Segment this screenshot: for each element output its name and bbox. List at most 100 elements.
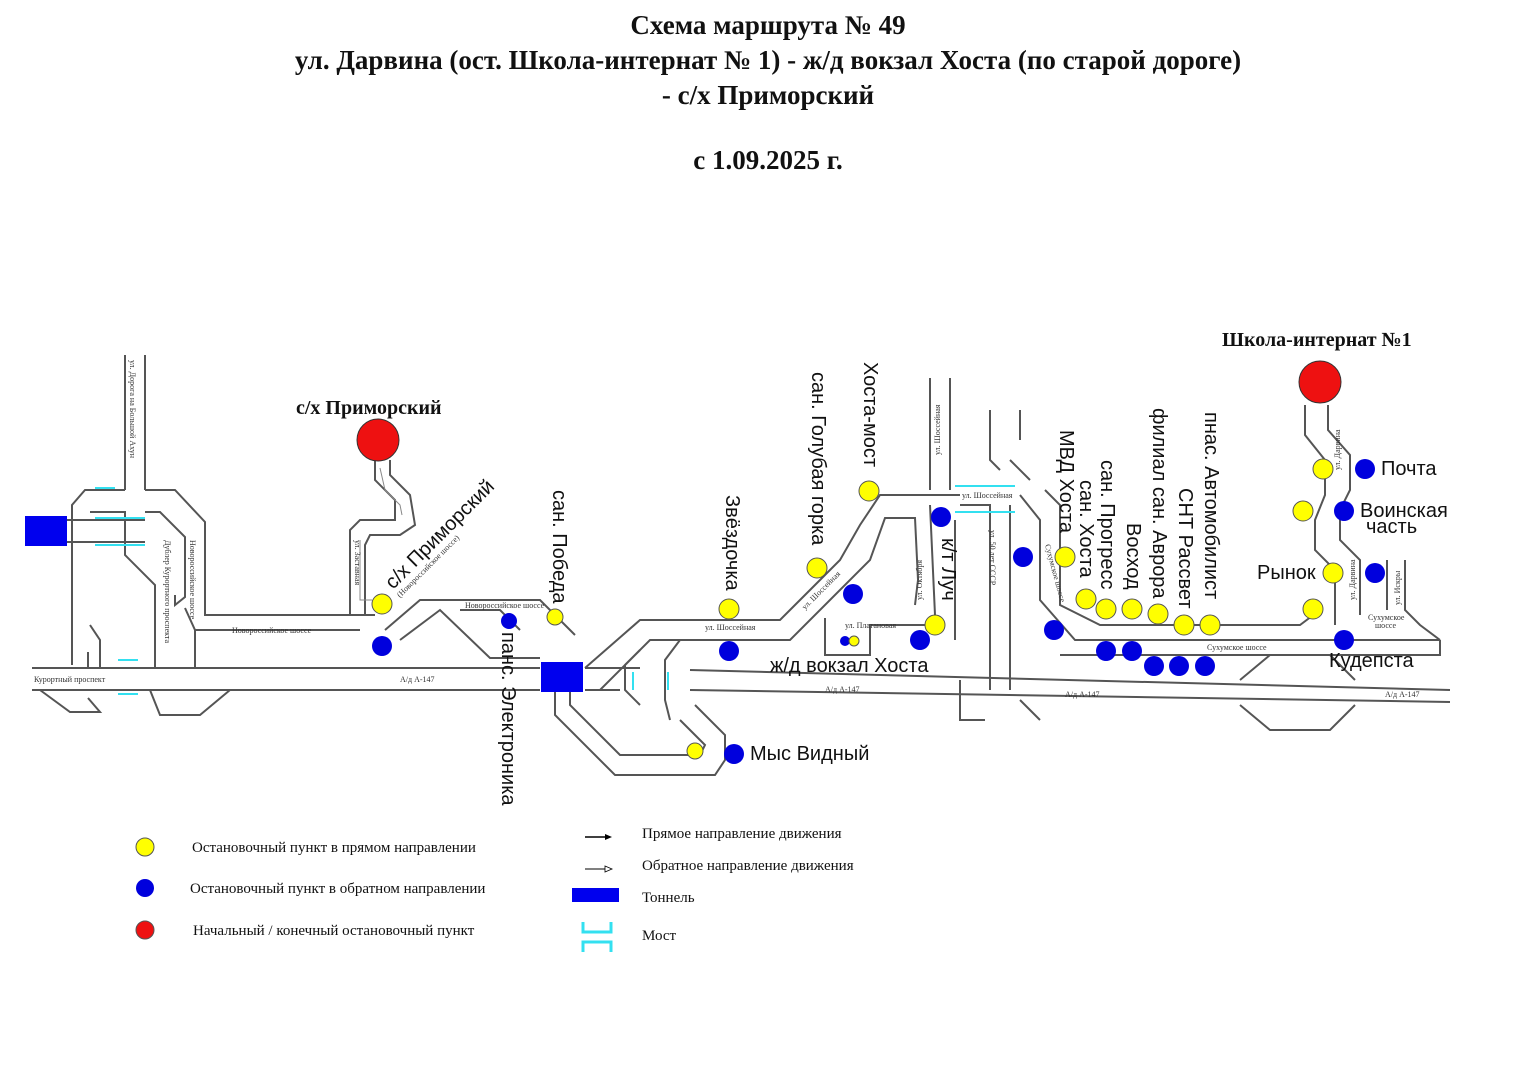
bridges [95, 485, 1015, 695]
street-label-kurortny: Курортный проспект [34, 675, 106, 684]
stop-golubaya-gorka-reverse[interactable] [843, 584, 863, 604]
bridge-icon [118, 659, 138, 695]
street-label-dorogana: ул. Дорога на Большой Ахун [128, 360, 137, 459]
road-network [25, 355, 1451, 776]
stop-label-kudepsta: Кудепста [1329, 650, 1415, 672]
road-north-spurs [989, 410, 1031, 481]
stop-label-vokzal: ж/д вокзал Хоста [770, 655, 929, 677]
stop-voinskaya-forward[interactable] [1292, 500, 1314, 522]
terminal-stop-school[interactable] [1298, 360, 1342, 404]
terminal-stop-primorsky[interactable] [356, 418, 400, 462]
stop-voskhod-reverse[interactable] [1122, 641, 1142, 661]
stop-label-zvezdochka: Звёздочка [721, 495, 743, 592]
street-label-sukhum: Сухумское шоссе [1207, 643, 1267, 652]
road-shosseynaya-lower [624, 639, 681, 721]
road-loop-50let [959, 680, 1041, 721]
stop-pochta[interactable] [1355, 459, 1375, 479]
stop-label-avrora: филиал сан. Аврора [1148, 408, 1170, 599]
stop-label-avtomobilist: пнас. Автомобилист [1200, 412, 1222, 599]
road-inner-2 [145, 511, 186, 608]
stop-mys-vidny[interactable] [724, 744, 744, 764]
stop-voinskaya[interactable] [1334, 501, 1354, 521]
stop-label-san-khosta: сан. Хоста [1075, 480, 1097, 578]
legend: Остановочный пункт в прямом направлении … [135, 826, 854, 952]
stop-rynok-reverse[interactable] [1365, 563, 1385, 583]
stop-vokzal-forward[interactable] [848, 635, 860, 647]
road-sukhumskoe [1019, 489, 1440, 641]
stop-khosta-most-reverse[interactable] [931, 507, 951, 527]
legend-terminal-stop: Начальный / конечный остановочный пункт [193, 923, 475, 939]
stop-rynok[interactable] [1322, 562, 1344, 584]
stop-khosta-most[interactable] [858, 480, 880, 502]
stop-rassvet-reverse[interactable] [1169, 656, 1189, 676]
legend-reverse-dir: Обратное направление движения [642, 858, 854, 874]
stop-progress[interactable] [1095, 598, 1117, 620]
road-a147-east [689, 669, 1451, 703]
stop-avtomobilist-reverse[interactable] [1195, 656, 1215, 676]
stop-zvezdochka-reverse[interactable] [719, 641, 739, 661]
stop-label-progress: сан. Прогресс [1096, 460, 1118, 589]
road-oktyabrya [929, 504, 956, 640]
road-shosseynaya [584, 494, 960, 691]
stop-san-khosta-reverse[interactable] [1044, 620, 1064, 640]
tunnel-center [541, 662, 583, 692]
legend-forward-stop-icon [135, 837, 155, 857]
stop-mvd-khosta[interactable] [1054, 546, 1076, 568]
stop-avrora-reverse[interactable] [1144, 656, 1164, 676]
road-inner-4 [87, 624, 101, 668]
stop-zvezdochka[interactable] [718, 598, 740, 620]
stop-primorsky-reverse[interactable] [372, 636, 392, 656]
road-tunnel-approach [67, 519, 145, 543]
stop-avtomobilist[interactable] [1199, 614, 1221, 636]
street-label-shosseynaya: ул. Шоссейная [705, 623, 756, 632]
stop-primorsky-forward[interactable] [371, 593, 393, 615]
legend-terminal-stop-icon [135, 920, 155, 940]
stop-pobeda[interactable] [546, 608, 564, 626]
stop-voskhod[interactable] [1121, 598, 1143, 620]
street-label-sukhum2b: шоссе [1375, 621, 1397, 630]
stop-label-kt-luch: к/т Луч [937, 538, 959, 601]
street-label-a147-3: А/д А-147 [1065, 690, 1100, 699]
road-iskry [1386, 560, 1441, 641]
stop-kt-luch[interactable] [924, 614, 946, 636]
stop-kt-luch-reverse[interactable] [910, 630, 930, 650]
legend-tunnel-icon [572, 888, 619, 902]
stop-progress-reverse[interactable] [1096, 641, 1116, 661]
stop-vokzal-reverse[interactable] [840, 636, 850, 646]
stop-mys-vidny-forward[interactable] [686, 742, 704, 760]
road-shosseynaya-north [929, 378, 951, 490]
stop-elektronika[interactable] [501, 613, 517, 629]
road-mys-vidny-loop [554, 692, 726, 776]
tunnel-west [25, 516, 67, 546]
stop-label-elektronika: панс. Электроника [497, 632, 519, 806]
stop-golubaya-gorka[interactable] [806, 557, 828, 579]
street-label-iskry: ул. Искры [1393, 570, 1402, 605]
road-primorsky [349, 460, 417, 615]
road-dorogana [124, 355, 146, 490]
valid-from-date: с 1.09.2025 г. [693, 145, 843, 175]
stop-label-mvd: МВД Хоста [1055, 430, 1077, 534]
stop-label-voinskaya-2: часть [1366, 516, 1417, 538]
street-label-a147-2: А/д А-147 [825, 685, 860, 694]
street-label-novoros: Новороссийское шоссе [232, 626, 312, 635]
street-label-shosseynaya-east: ул. Шоссейная [962, 491, 1013, 500]
stop-label-pobeda: сан. Победа [548, 490, 570, 604]
stop-kudepsta-forward[interactable] [1302, 598, 1324, 620]
stop-rassvet[interactable] [1173, 614, 1195, 636]
street-label-dubler: Дублер Курортного проспекта [163, 540, 172, 643]
stop-kudepsta[interactable] [1334, 630, 1354, 650]
map-title: Схема маршрута № 49 [630, 10, 906, 40]
stop-mvd-reverse[interactable] [1013, 547, 1033, 567]
road-a147-west [32, 667, 540, 691]
stop-pochta-forward[interactable] [1312, 458, 1334, 480]
road-kudepsta-loops [1239, 654, 1356, 731]
route-end: - с/х Приморский [661, 80, 875, 110]
stop-san-khosta[interactable] [1075, 588, 1097, 610]
route-description: ул. Дарвина (ост. Школа-интернат № 1) - … [294, 45, 1242, 75]
street-label-a147-4: А/д А-147 [1385, 690, 1420, 699]
road-left-block [71, 489, 375, 665]
legend-reverse-stop-icon [136, 879, 154, 897]
street-label-darvina-2: ул. Дарвина [1348, 559, 1357, 600]
street-label-platanovaya: ул. Платановая [845, 621, 896, 630]
stop-avrora[interactable] [1147, 603, 1169, 625]
